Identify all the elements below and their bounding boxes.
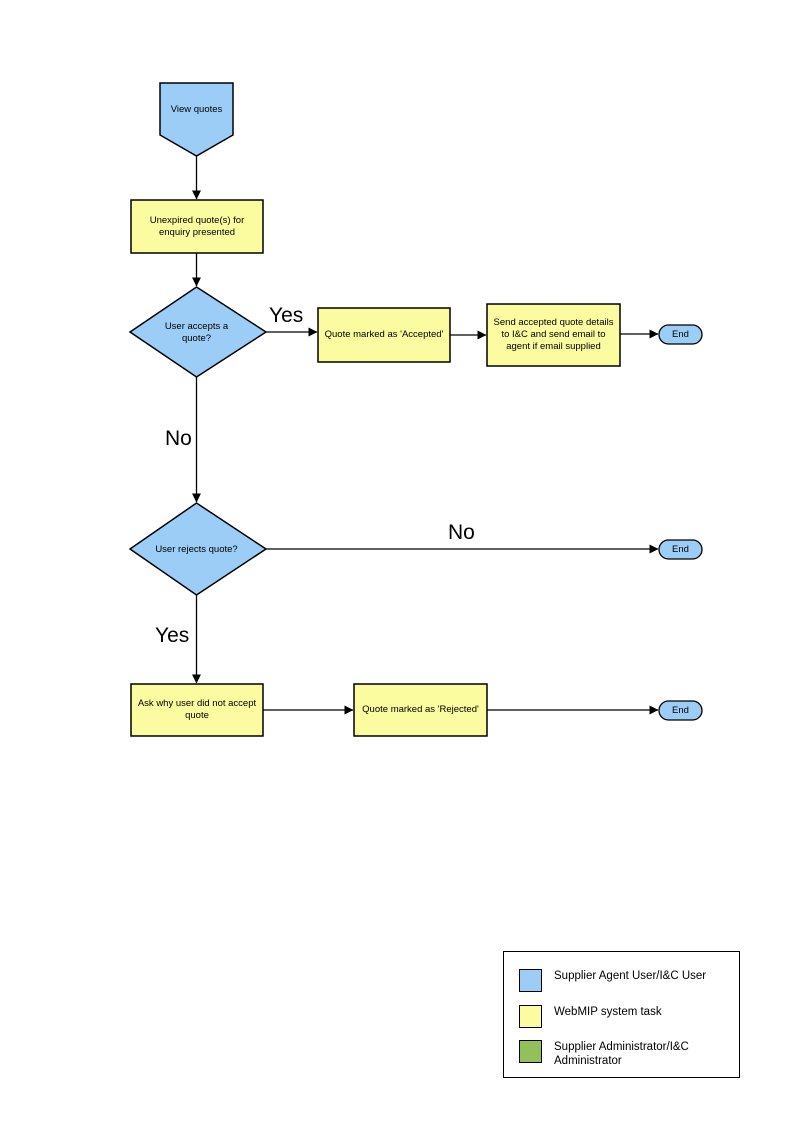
legend-swatch-green-icon: [519, 1040, 542, 1063]
legend-label-webmip-task: WebMIP system task: [554, 1006, 662, 1018]
node-quote-marked-rejected[interactable]: [353, 683, 488, 737]
edge-label-accepts-no: No: [165, 427, 192, 450]
node-ask-why-not-accepted[interactable]: [130, 683, 264, 737]
legend-swatch-yellow-icon: [519, 1005, 542, 1028]
node-quote-marked-accepted[interactable]: [317, 307, 451, 363]
node-send-accepted-details[interactable]: [486, 303, 621, 367]
edge-label-rejects-no: No: [448, 521, 475, 544]
node-user-accepts-decision[interactable]: [128, 286, 268, 378]
legend-swatch-blue-icon: [519, 969, 542, 992]
node-start[interactable]: [159, 82, 234, 157]
node-end-2[interactable]: [658, 539, 703, 560]
node-unexpired-quotes[interactable]: [130, 199, 264, 254]
node-user-rejects-decision[interactable]: [128, 502, 268, 596]
node-end-3[interactable]: [658, 700, 703, 721]
node-end-1[interactable]: [658, 324, 703, 345]
legend-label-supplier-administrator: Supplier Administrator/I&C Administrator: [554, 1041, 689, 1067]
legend-item-webmip-task: WebMIP system task: [519, 1005, 662, 1028]
edge-label-rejects-yes: Yes: [155, 624, 190, 647]
legend-item-supplier-agent: Supplier Agent User/I&C User: [519, 969, 706, 992]
legend-label-supplier-agent: Supplier Agent User/I&C User: [554, 970, 707, 982]
legend-panel: Supplier Agent User/I&C User WebMIP syst…: [503, 951, 740, 1078]
edge-label-accepts-yes: Yes: [269, 304, 304, 327]
legend-item-supplier-administrator: Supplier Administrator/I&C Administrator: [519, 1040, 739, 1068]
